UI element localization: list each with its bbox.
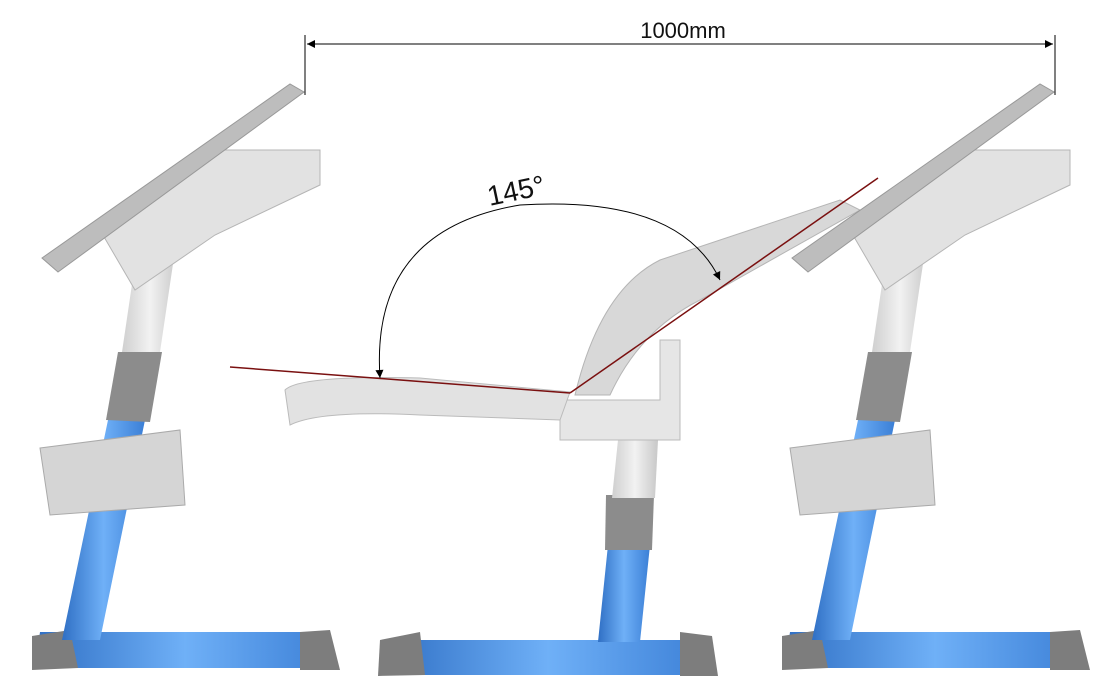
base-bar [785,632,1085,668]
chair [284,199,862,676]
desk-right [782,83,1090,670]
sleeve [605,495,654,550]
post [612,440,658,498]
tabletop [41,83,305,273]
bracket [849,149,1071,291]
width-dimension: 1000mm [304,18,1056,95]
desk-left [32,83,340,670]
basket [789,429,936,516]
foot [378,632,425,676]
foot [1050,630,1090,670]
angle-annotation: 145° [229,170,879,394]
width-label: 1000mm [640,18,726,43]
seat [284,377,571,426]
backrest [574,199,862,396]
tabletop [791,83,1055,273]
base-bar [35,632,335,668]
foot [300,630,340,670]
foot [680,632,718,676]
basket [39,429,186,516]
bracket [99,149,321,291]
sleeve [106,352,162,422]
sleeve [856,352,912,422]
angle-label: 145° [484,170,547,212]
post-blue [598,545,650,642]
base-bar [384,640,712,675]
